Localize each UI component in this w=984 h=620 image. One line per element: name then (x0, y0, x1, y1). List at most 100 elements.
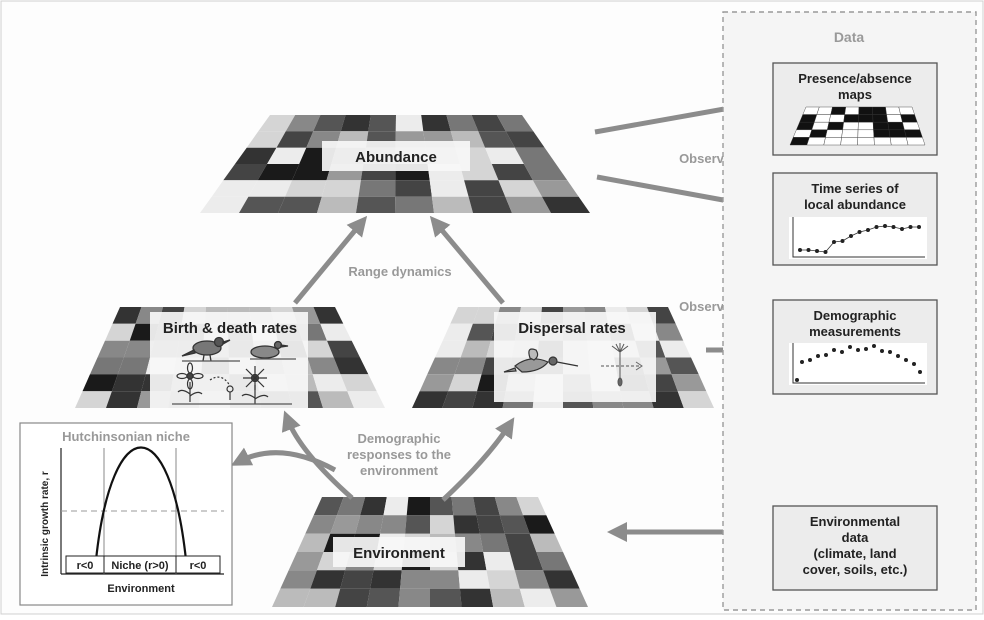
demographic-box: Demographic measurements (772, 299, 938, 395)
niche-right-zone: r<0 (190, 560, 207, 572)
presence-line2: maps (838, 87, 872, 102)
grid-cell (472, 307, 500, 324)
grid-cell (288, 552, 324, 571)
grid-cell (412, 391, 449, 408)
grid-cell (312, 374, 348, 392)
map-cell (898, 106, 915, 115)
grid-cell (292, 164, 332, 181)
demographic-point (864, 347, 868, 351)
demographic-point (888, 350, 892, 354)
grid-cell (659, 340, 691, 358)
grid-cell (117, 357, 150, 375)
map-cell (858, 106, 873, 115)
grid-cell (514, 570, 550, 589)
abundance-label-box: Abundance (322, 141, 470, 171)
map-cell (873, 129, 891, 138)
grid-cell (491, 164, 533, 181)
demographic-point (896, 354, 900, 358)
grid-cell (532, 180, 579, 197)
grid-cell (446, 115, 479, 132)
grid-cell (310, 570, 346, 589)
grid-cell (442, 323, 473, 341)
time-series-point (815, 249, 819, 253)
grid-cell (421, 115, 451, 132)
grid-cell (313, 115, 346, 132)
presence-line1: Presence/absence (798, 71, 911, 86)
grid-cell (523, 164, 568, 181)
grid-cell (459, 588, 494, 607)
presence-absence-box: Presence/absence maps (772, 62, 938, 156)
grid-cell (258, 115, 296, 132)
grid-cell (471, 115, 506, 132)
map-cell (796, 121, 815, 131)
demographic-point (832, 348, 836, 352)
grid-cell (549, 588, 588, 607)
niche-curve (94, 446, 188, 561)
grid-cell (355, 515, 384, 534)
time-series-point (857, 230, 862, 234)
map-cell (830, 106, 847, 115)
grid-cell (476, 515, 505, 534)
grid-cell (677, 391, 714, 408)
demographic-point (808, 358, 812, 362)
map-cell (857, 137, 875, 146)
demographic-point (848, 345, 852, 349)
map-cell (844, 106, 860, 115)
arrow-birth-to-abundance (293, 215, 368, 305)
grid-cell (509, 552, 544, 571)
grid-cell (90, 357, 124, 375)
envdata-line1: Environmental (810, 514, 900, 529)
grid-cell (272, 588, 311, 607)
demographic-point (904, 358, 908, 362)
grid-cell (430, 515, 455, 534)
map-cell (886, 114, 903, 123)
map-cell (872, 106, 887, 115)
demographic-point (880, 349, 884, 353)
grid-cell (451, 497, 477, 516)
responses-label-line3: environment (360, 463, 439, 478)
time-series-point (874, 225, 879, 229)
duck-icon (250, 340, 296, 360)
grid-cell (317, 391, 354, 408)
map-cell (857, 129, 875, 138)
grid-cell (223, 164, 268, 181)
seed-icon (209, 376, 234, 400)
map-cell (811, 121, 830, 131)
map-cell (902, 121, 921, 131)
grid-cell (200, 196, 249, 213)
grid-cell (489, 588, 525, 607)
responses-label-line2: responses to the (347, 447, 451, 462)
demographic-point (912, 362, 916, 366)
niche-middle-zone: Niche (r>0) (111, 560, 168, 572)
niche-x-label: Environment (107, 583, 175, 595)
grid-cell (649, 391, 684, 408)
abundance-label: Abundance (355, 149, 437, 166)
map-cell (789, 137, 810, 146)
grid-cell (504, 533, 537, 552)
grid-cell (505, 131, 545, 148)
map-cell (888, 129, 907, 138)
map-cell (841, 129, 859, 138)
grid-cell (430, 570, 460, 589)
time-series-box: Time series of local abundance (772, 172, 938, 266)
grid-cell (505, 196, 551, 213)
grid-cell (335, 588, 371, 607)
grid-cell (280, 570, 317, 589)
grid-cell (395, 196, 434, 213)
envdata-line4: cover, soils, etc.) (803, 562, 908, 577)
timeseries-line2: local abundance (804, 197, 906, 212)
daisy-icon (241, 366, 269, 404)
environmental-data-box: Environmental data (climate, land cover,… (772, 505, 938, 591)
bird-icon (181, 336, 240, 362)
grid-cell (485, 147, 524, 164)
envdata-line3: (climate, land (813, 546, 896, 561)
grid-cell (405, 515, 430, 534)
grid-cell (285, 180, 327, 197)
grid-cell (516, 497, 547, 516)
grid-cell (356, 196, 396, 213)
map-cell (792, 129, 813, 138)
map-cell (828, 114, 845, 123)
grid-cell (358, 180, 396, 197)
grid-cell (347, 391, 385, 408)
